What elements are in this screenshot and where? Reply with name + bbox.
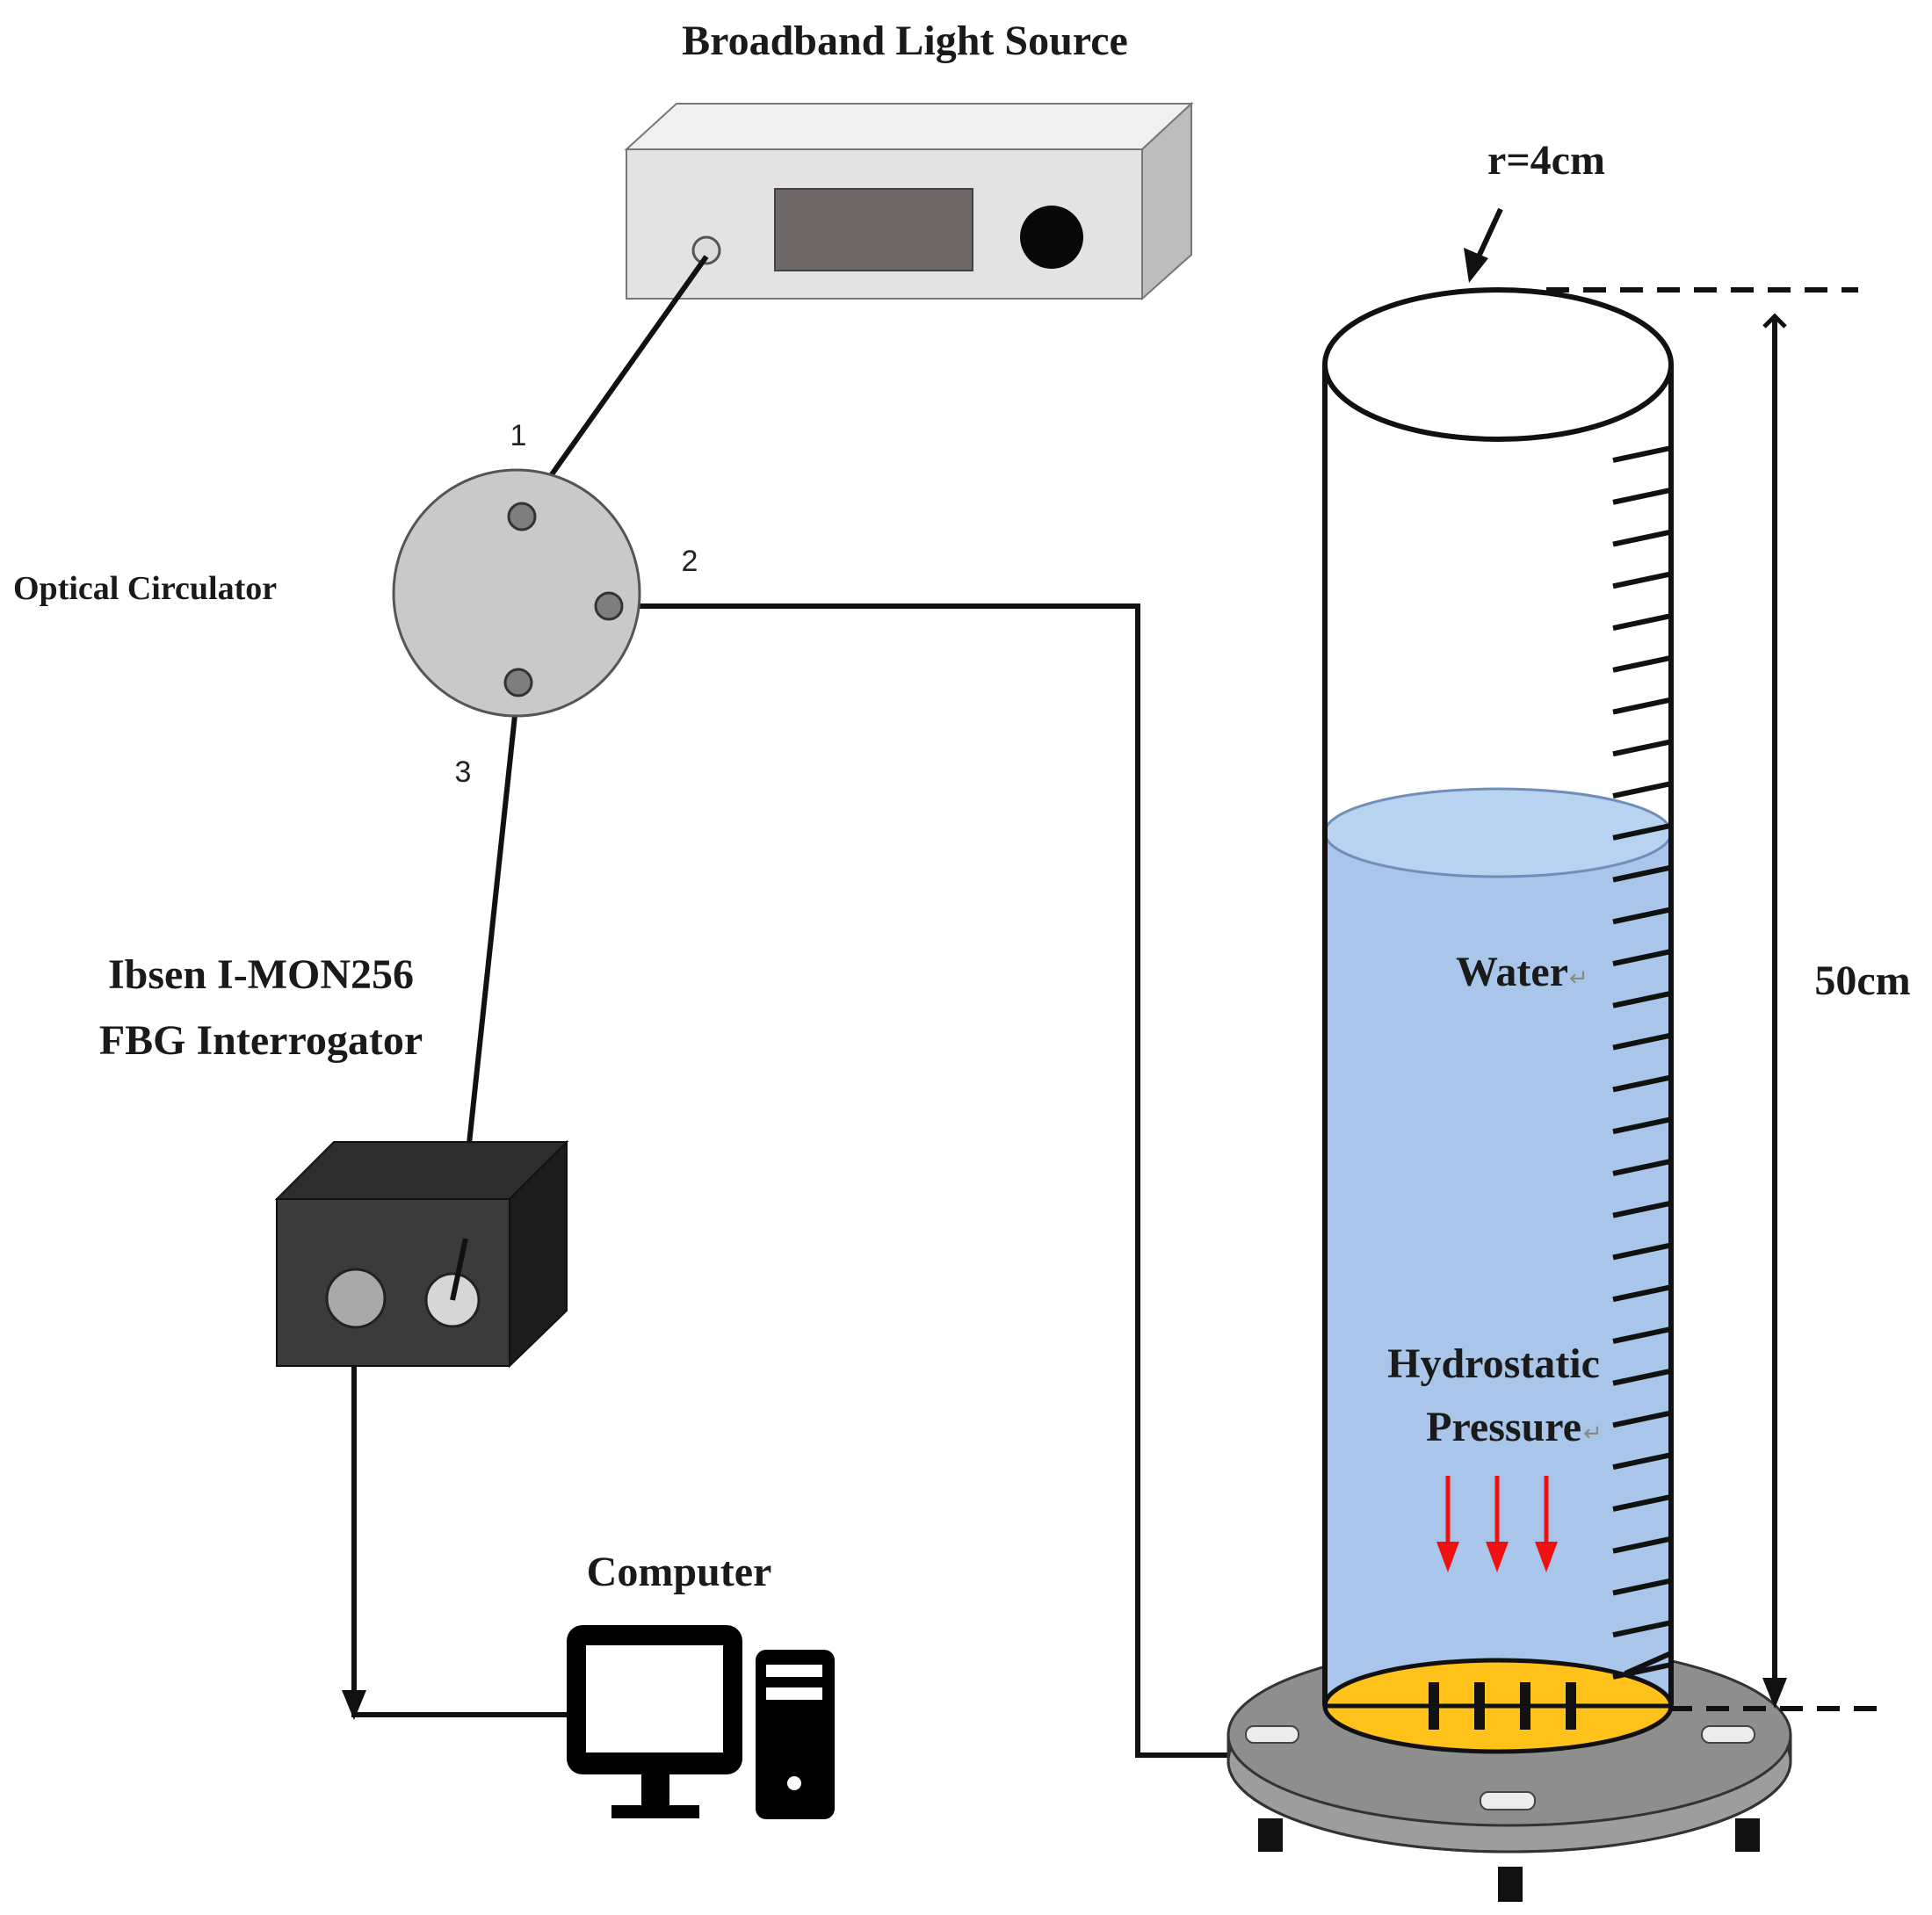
pressure-arrow [1486, 1476, 1509, 1572]
fbg-grating-mark [1520, 1682, 1530, 1730]
scale-tick [1612, 1620, 1672, 1638]
circulator-port-2 [594, 591, 624, 621]
scale-tick [1612, 697, 1672, 715]
light-source-top-face [624, 103, 1194, 150]
height-arrowhead-bottom [1762, 1678, 1787, 1709]
water-label: Water [1456, 949, 1568, 995]
base-slot-front [1480, 1791, 1536, 1810]
fiber-port2-to-sensor [609, 603, 1230, 1758]
scale-tick [1612, 907, 1672, 925]
measuring-cylinder [1322, 287, 1674, 1754]
scale-tick [1612, 864, 1672, 883]
scale-tick [1612, 571, 1672, 589]
circulator-port-1 [507, 502, 537, 531]
scale-tick [1612, 487, 1672, 505]
fbg-grating-mark [1474, 1682, 1485, 1730]
radius-pointer-arrowhead [1464, 248, 1488, 283]
scale-tick [1612, 1410, 1672, 1428]
port-2-number: 2 [682, 545, 698, 578]
scale-tick [1612, 1662, 1672, 1680]
computer-label: Computer [587, 1549, 772, 1595]
scale-tick [1612, 1242, 1672, 1261]
base-leg-2 [1498, 1867, 1523, 1902]
light-source-label: Broadband Light Source [682, 18, 1128, 64]
tower-power-button [787, 1776, 801, 1790]
pressure-label-line2: Pressure [1426, 1404, 1581, 1450]
monitor-base [611, 1805, 699, 1818]
scale-tick [1612, 654, 1672, 673]
optical-circulator [392, 468, 641, 718]
light-source-display [774, 188, 973, 271]
fbg-grating-marks [1429, 1682, 1576, 1730]
fiber-end-into-port [450, 1238, 468, 1301]
tower-bay-1 [766, 1665, 822, 1677]
water-return-mark: ↵ [1569, 965, 1588, 992]
dimension-lines [1477, 207, 1880, 1711]
fbg-grating-mark [1429, 1682, 1439, 1730]
monitor-stand [641, 1774, 669, 1808]
light-source-knob [1020, 206, 1083, 269]
radius-pointer-line [1477, 207, 1503, 257]
base-slot-right [1701, 1725, 1755, 1744]
circulator-port-3 [503, 668, 533, 697]
fiber-source-to-port1 [519, 255, 709, 518]
scale-tick [1612, 1200, 1672, 1218]
circulator-label: Optical Circulator [13, 570, 277, 607]
radius-label: r=4cm [1487, 137, 1605, 184]
broadband-light-source [624, 101, 1194, 301]
fbg-interrogator [274, 1139, 569, 1369]
pressure-arrow [1535, 1476, 1558, 1572]
scale-tick [1612, 613, 1672, 631]
arrowhead-to-computer [342, 1690, 366, 1720]
port-3-number: 3 [455, 755, 472, 789]
port-1-number: 1 [510, 419, 527, 452]
scale-tick [1612, 1368, 1672, 1386]
base-slot-left [1245, 1725, 1299, 1744]
tower-bay-2 [766, 1687, 822, 1700]
interrogator-label-line2: FBG Interrogator [99, 1017, 423, 1064]
height-label: 50cm [1814, 958, 1910, 1004]
base-leg-1 [1258, 1818, 1283, 1852]
light-source-port [691, 235, 721, 265]
scale-tick [1612, 1536, 1672, 1554]
cylinder-top-rim [1322, 287, 1674, 442]
interrogator-label-line1: Ibsen I-MON256 [108, 951, 414, 998]
water-column [1325, 789, 1671, 1750]
scale-tick [1612, 529, 1672, 547]
monitor-screen [586, 1645, 723, 1752]
height-arrowhead-top [1762, 313, 1787, 329]
fbg-grating-mark [1566, 1682, 1576, 1730]
scale-tick [1612, 739, 1672, 757]
scale-ticks [1612, 445, 1672, 1680]
pressure-label-line1: Hydrostatic [1387, 1340, 1600, 1387]
water-surface [1323, 787, 1673, 878]
scale-tick [1612, 990, 1672, 1008]
pressure-return-mark: ↵ [1583, 1420, 1603, 1447]
scale-tick [1612, 1074, 1672, 1093]
interrogator-port-left [325, 1268, 387, 1329]
scale-tick [1612, 781, 1672, 799]
base-leg-3 [1735, 1818, 1760, 1852]
scale-tick [1612, 949, 1672, 967]
scale-tick [1612, 1452, 1672, 1471]
circulator-body [392, 468, 641, 718]
pressure-arrows [1436, 1476, 1558, 1572]
scale-tick [1612, 1578, 1672, 1596]
scale-tick [1612, 1494, 1672, 1512]
scale-tick [1612, 1158, 1672, 1176]
scale-tick [1612, 1326, 1672, 1344]
scale-tick [1612, 1116, 1672, 1135]
scale-tick [1612, 1284, 1672, 1303]
pressure-arrow [1436, 1476, 1459, 1572]
computer-icon [567, 1625, 835, 1819]
scale-tick [1612, 445, 1672, 463]
scale-tick [1612, 822, 1672, 841]
scale-tick [1612, 1032, 1672, 1051]
interrogator-front-face [276, 1198, 510, 1367]
